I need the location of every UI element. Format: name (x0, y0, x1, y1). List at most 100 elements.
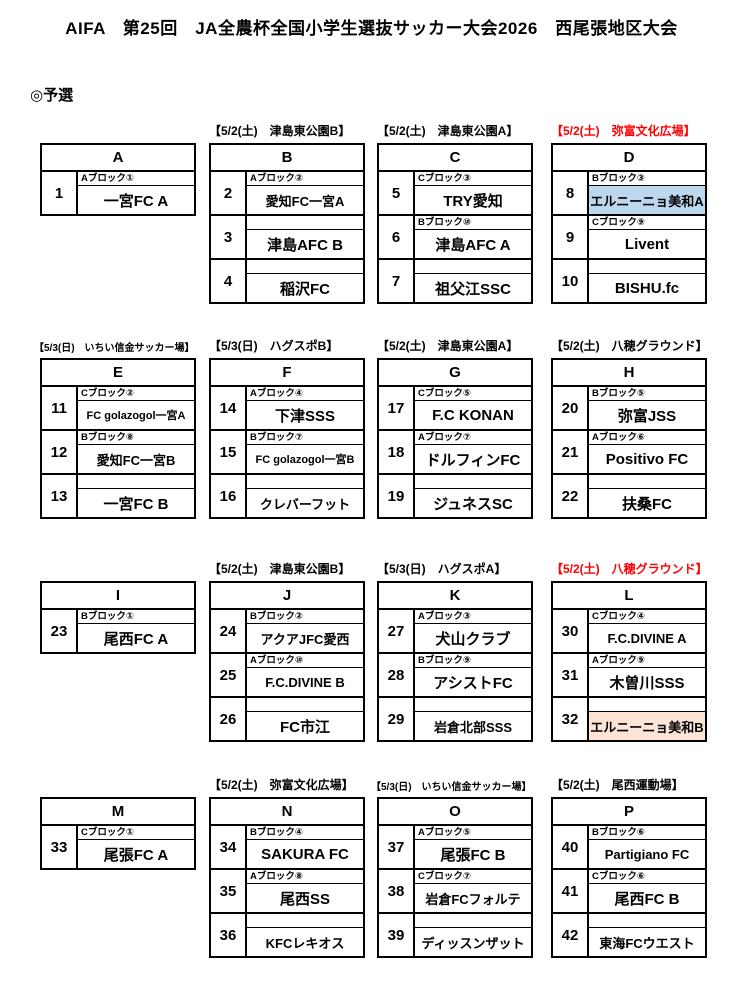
team-number: 26 (211, 698, 247, 740)
tournament-title: AIFA 第25回 JA全農杯全国小学生選抜サッカー大会2026 西尾張地区大会 (65, 19, 678, 38)
team-name: 愛知FC一宮A (265, 193, 345, 209)
block-label (247, 260, 363, 274)
team-number: 28 (379, 654, 415, 696)
team-number: 40 (553, 826, 589, 868)
team-number: 25 (211, 654, 247, 696)
venue-label: 【5/2(土) 津島東公園A】 (377, 124, 519, 138)
team-number: 24 (211, 610, 247, 652)
team-row: 14 Aブロック④ 下津SSS (211, 387, 363, 429)
team-row: 37 Aブロック⑤ 尾張FC B (379, 826, 531, 868)
team-number: 9 (553, 216, 589, 258)
team-row: 2 Aブロック② 愛知FC一宮A (211, 172, 363, 214)
team-number: 32 (553, 698, 589, 740)
team-name: BISHU.fc (614, 279, 680, 297)
team-name: 稲沢FC (280, 280, 330, 298)
team-number: 10 (553, 260, 589, 302)
block-label: Cブロック⑥ (589, 870, 705, 884)
block-label (247, 698, 363, 712)
team-row: 30 Cブロック④ F.C.DIVINE A (553, 610, 705, 652)
block-label: Aブロック⑧ (247, 870, 363, 884)
team-number: 27 (379, 610, 415, 652)
team-name: 愛知FC一宮B (96, 452, 176, 468)
team-number: 3 (211, 216, 247, 258)
block-label (247, 216, 363, 230)
venue-label: 【5/3(日) いちい信金サッカー場】 (371, 782, 532, 793)
team-row: 8 Bブロック③ エルニーニョ美和A (553, 172, 705, 214)
group-a: A 1 Aブロック① 一宮FC A (40, 143, 196, 216)
group-letter: P (553, 799, 705, 826)
block-label: Aブロック③ (415, 610, 531, 624)
team-name: 尾西FC B (614, 890, 680, 908)
group-letter: C (379, 145, 531, 172)
team-name: 犬山クラブ (435, 630, 511, 648)
team-number: 17 (379, 387, 415, 429)
team-number: 31 (553, 654, 589, 696)
team-row: 32 エルニーニョ美和B (553, 696, 705, 740)
team-number: 30 (553, 610, 589, 652)
team-name: Livent (624, 235, 670, 253)
team-name: ドルフィンFC (425, 451, 521, 469)
block-label: Cブロック⑨ (589, 216, 705, 230)
team-name: 東海FCウエスト (599, 935, 695, 951)
team-name: 津島AFC B (267, 236, 343, 254)
team-row: 7 祖父江SSC (379, 258, 531, 302)
team-name: 津島AFC A (435, 236, 511, 254)
team-number: 36 (211, 914, 247, 956)
team-row: 18 Aブロック⑦ ドルフィンFC (379, 429, 531, 473)
block-label: Aブロック① (78, 172, 194, 186)
team-number: 1 (42, 172, 78, 214)
team-row: 42 東海FCウエスト (553, 912, 705, 956)
team-row: 22 扶桑FC (553, 473, 705, 517)
group-m: M 33 Cブロック① 尾張FC A (40, 797, 196, 870)
team-row: 9 Cブロック⑨ Livent (553, 214, 705, 258)
team-row: 24 Bブロック② アクアJFC愛西 (211, 610, 363, 652)
block-label: Cブロック⑤ (415, 387, 531, 401)
team-number: 33 (42, 826, 78, 868)
team-name: F.C.DIVINE A (607, 630, 687, 646)
group-p: 【5/2(土) 尾西運動場】 P 40 Bブロック⑥ Partigiano FC… (551, 778, 707, 958)
team-number: 20 (553, 387, 589, 429)
team-name: 一宮FC B (103, 495, 169, 513)
venue-label: 【5/2(土) 八穂グラウンド】 (551, 339, 708, 353)
team-row: 31 Aブロック⑨ 木曽川SSS (553, 652, 705, 696)
team-name: FC市江 (280, 718, 330, 736)
team-row: 3 津島AFC B (211, 214, 363, 258)
team-number: 18 (379, 431, 415, 473)
team-row: 20 Bブロック⑤ 弥富JSS (553, 387, 705, 429)
team-row: 34 Bブロック④ SAKURA FC (211, 826, 363, 868)
team-number: 42 (553, 914, 589, 956)
team-row: 33 Cブロック① 尾張FC A (42, 826, 194, 868)
team-number: 22 (553, 475, 589, 517)
block-label (589, 475, 705, 489)
group-l: 【5/2(土) 八穂グラウンド】 L 30 Cブロック④ F.C.DIVINE … (551, 562, 708, 742)
team-row: 12 Bブロック⑧ 愛知FC一宮B (42, 429, 194, 473)
group-letter: N (211, 799, 363, 826)
block-label (415, 914, 531, 928)
block-label (415, 260, 531, 274)
team-row: 16 クレバーフット (211, 473, 363, 517)
team-number: 6 (379, 216, 415, 258)
venue-label: 【5/3(日) ハグスポB】 (209, 339, 339, 353)
venue-label: 【5/2(土) 津島東公園A】 (377, 339, 519, 353)
team-row: 1 Aブロック① 一宮FC A (42, 172, 194, 214)
team-name: SAKURA FC (261, 845, 349, 863)
block-label (78, 475, 194, 489)
team-name: アクアJFC愛西 (260, 631, 350, 647)
team-name: 祖父江SSC (435, 280, 511, 298)
block-label: Bブロック⑩ (415, 216, 531, 230)
group-e: 【5/3(日) いちい信金サッカー場】 E 11 Cブロック② FC golaz… (34, 343, 196, 519)
venue-label: 【5/2(土) 八穂グラウンド】 (551, 562, 708, 576)
team-name: TRY愛知 (443, 192, 503, 210)
block-label: Cブロック② (78, 387, 194, 401)
group-b: 【5/2(土) 津島東公園B】 B 2 Aブロック② 愛知FC一宮A 3 津島A… (209, 124, 365, 304)
team-row: 40 Bブロック⑥ Partigiano FC (553, 826, 705, 868)
team-row: 39 ディッスンザット (379, 912, 531, 956)
block-label: Bブロック⑨ (415, 654, 531, 668)
block-label: Aブロック⑩ (247, 654, 363, 668)
team-number: 23 (42, 610, 78, 652)
group-letter: O (379, 799, 531, 826)
group-i: I 23 Bブロック① 尾西FC A (40, 581, 196, 654)
group-letter: J (211, 583, 363, 610)
block-label: Cブロック③ (415, 172, 531, 186)
team-number: 37 (379, 826, 415, 868)
